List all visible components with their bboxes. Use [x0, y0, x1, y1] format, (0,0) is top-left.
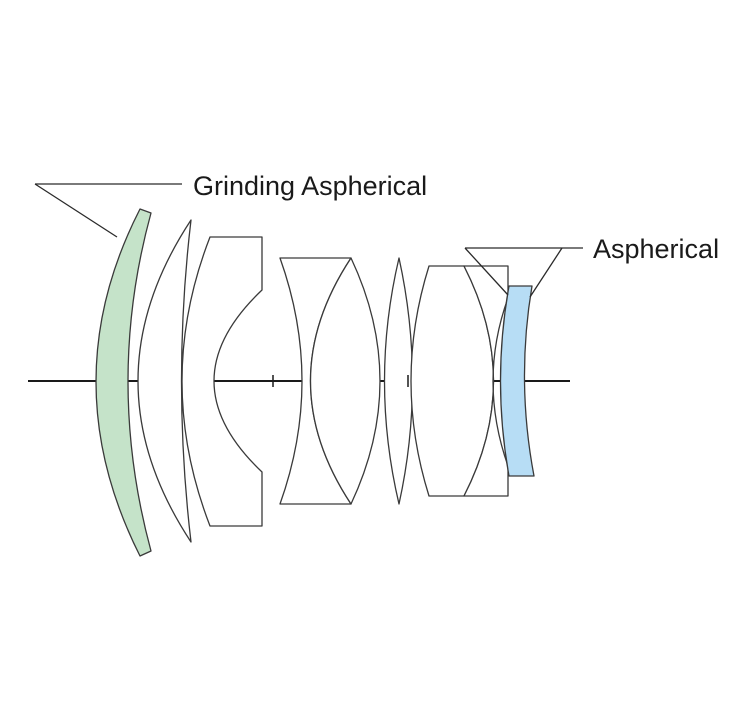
lens-element-9-aspherical [499, 285, 535, 477]
lens-element-2 [137, 219, 192, 543]
lens-element-3 [181, 236, 263, 527]
lens-element-6 [383, 257, 414, 505]
lens-element-8 [463, 265, 509, 497]
aspherical-leader [464, 247, 583, 298]
lens-element-1-grinding-aspherical [95, 208, 152, 557]
aspherical-label: Aspherical [593, 234, 719, 264]
lens-element-5 [309, 257, 381, 505]
grinding-aspherical-leader [34, 183, 182, 238]
grinding-aspherical-label: Grinding Aspherical [193, 171, 427, 201]
